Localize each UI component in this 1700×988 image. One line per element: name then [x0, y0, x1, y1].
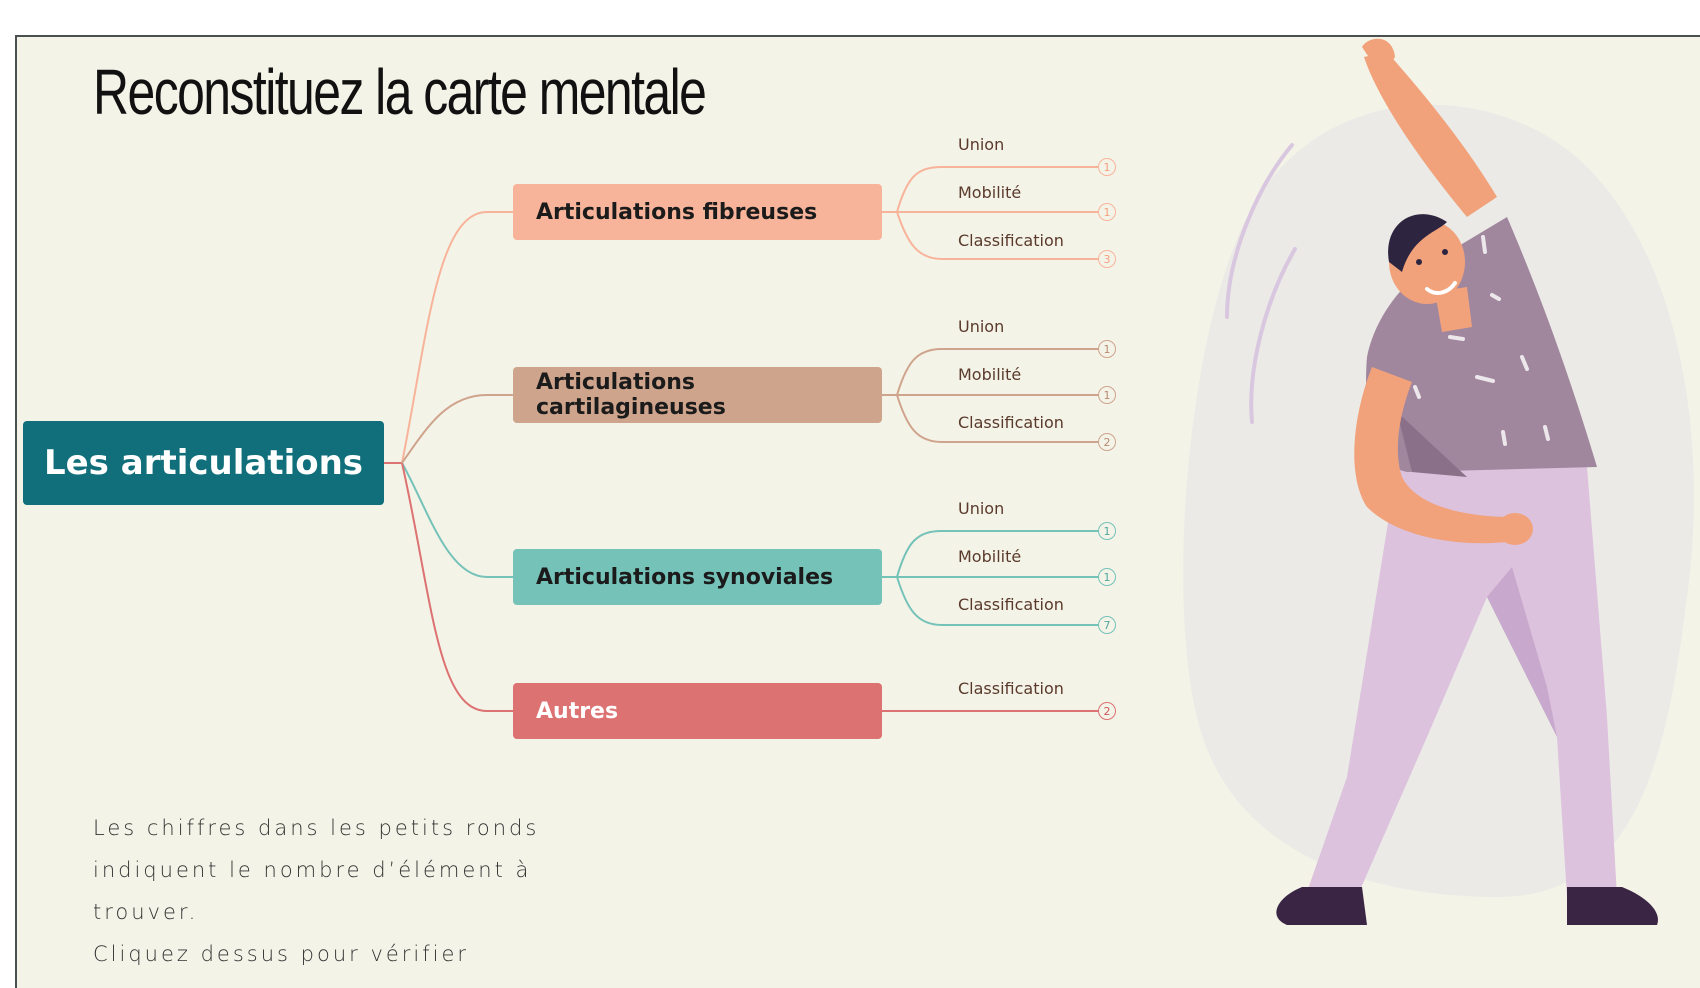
page-title: Reconstituez la carte mentale [93, 56, 707, 128]
note-line: trouver. [93, 900, 199, 924]
branch-articulations-fibreuses: Articulations fibreuses [513, 184, 882, 240]
note-line: Cliquez dessus pour vérifier [93, 942, 470, 966]
leaf-label-classification: Classification [958, 595, 1064, 614]
mindmap-root-node: Les articulations [23, 421, 384, 505]
leaf-label-classification: Classification [958, 679, 1064, 698]
note-line: Les chiffres dans les petits ronds [93, 816, 540, 840]
slide: Reconstituez la carte mentale [15, 35, 1700, 988]
leaf-label-mobilite: Mobilité [958, 365, 1022, 384]
count-badge[interactable]: 1 [1098, 568, 1116, 586]
branch-articulations-cartilagineuses: Articulations cartilagineuses [513, 367, 882, 423]
count-badge[interactable]: 1 [1098, 158, 1116, 176]
leaf-label-mobilite: Mobilité [958, 547, 1022, 566]
branch-articulations-synoviales: Articulations synoviales [513, 549, 882, 605]
mindmap-connectors [384, 166, 1104, 712]
leaf-label-union: Union [958, 317, 1005, 336]
count-badge[interactable]: 7 [1098, 616, 1116, 634]
leaf-label-mobilite: Mobilité [958, 183, 1022, 202]
note-line: indiquent le nombre d’élément à [93, 858, 532, 882]
count-badge[interactable]: 1 [1098, 203, 1116, 221]
leaf-label-union: Union [958, 499, 1005, 518]
count-badge[interactable]: 1 [1098, 340, 1116, 358]
count-badge[interactable]: 1 [1098, 386, 1116, 404]
leaf-label-union: Union [958, 135, 1005, 154]
branch-autres: Autres [513, 683, 882, 739]
instruction-note: Les chiffres dans les petits ronds indiq… [93, 807, 563, 975]
count-badge[interactable]: 2 [1098, 433, 1116, 451]
count-badge[interactable]: 3 [1098, 250, 1116, 268]
count-badge[interactable]: 1 [1098, 522, 1116, 540]
leaf-label-classification: Classification [958, 231, 1064, 250]
count-badge[interactable]: 2 [1098, 702, 1116, 720]
leaf-label-classification: Classification [958, 413, 1064, 432]
stretching-person-illustration [1183, 38, 1694, 925]
